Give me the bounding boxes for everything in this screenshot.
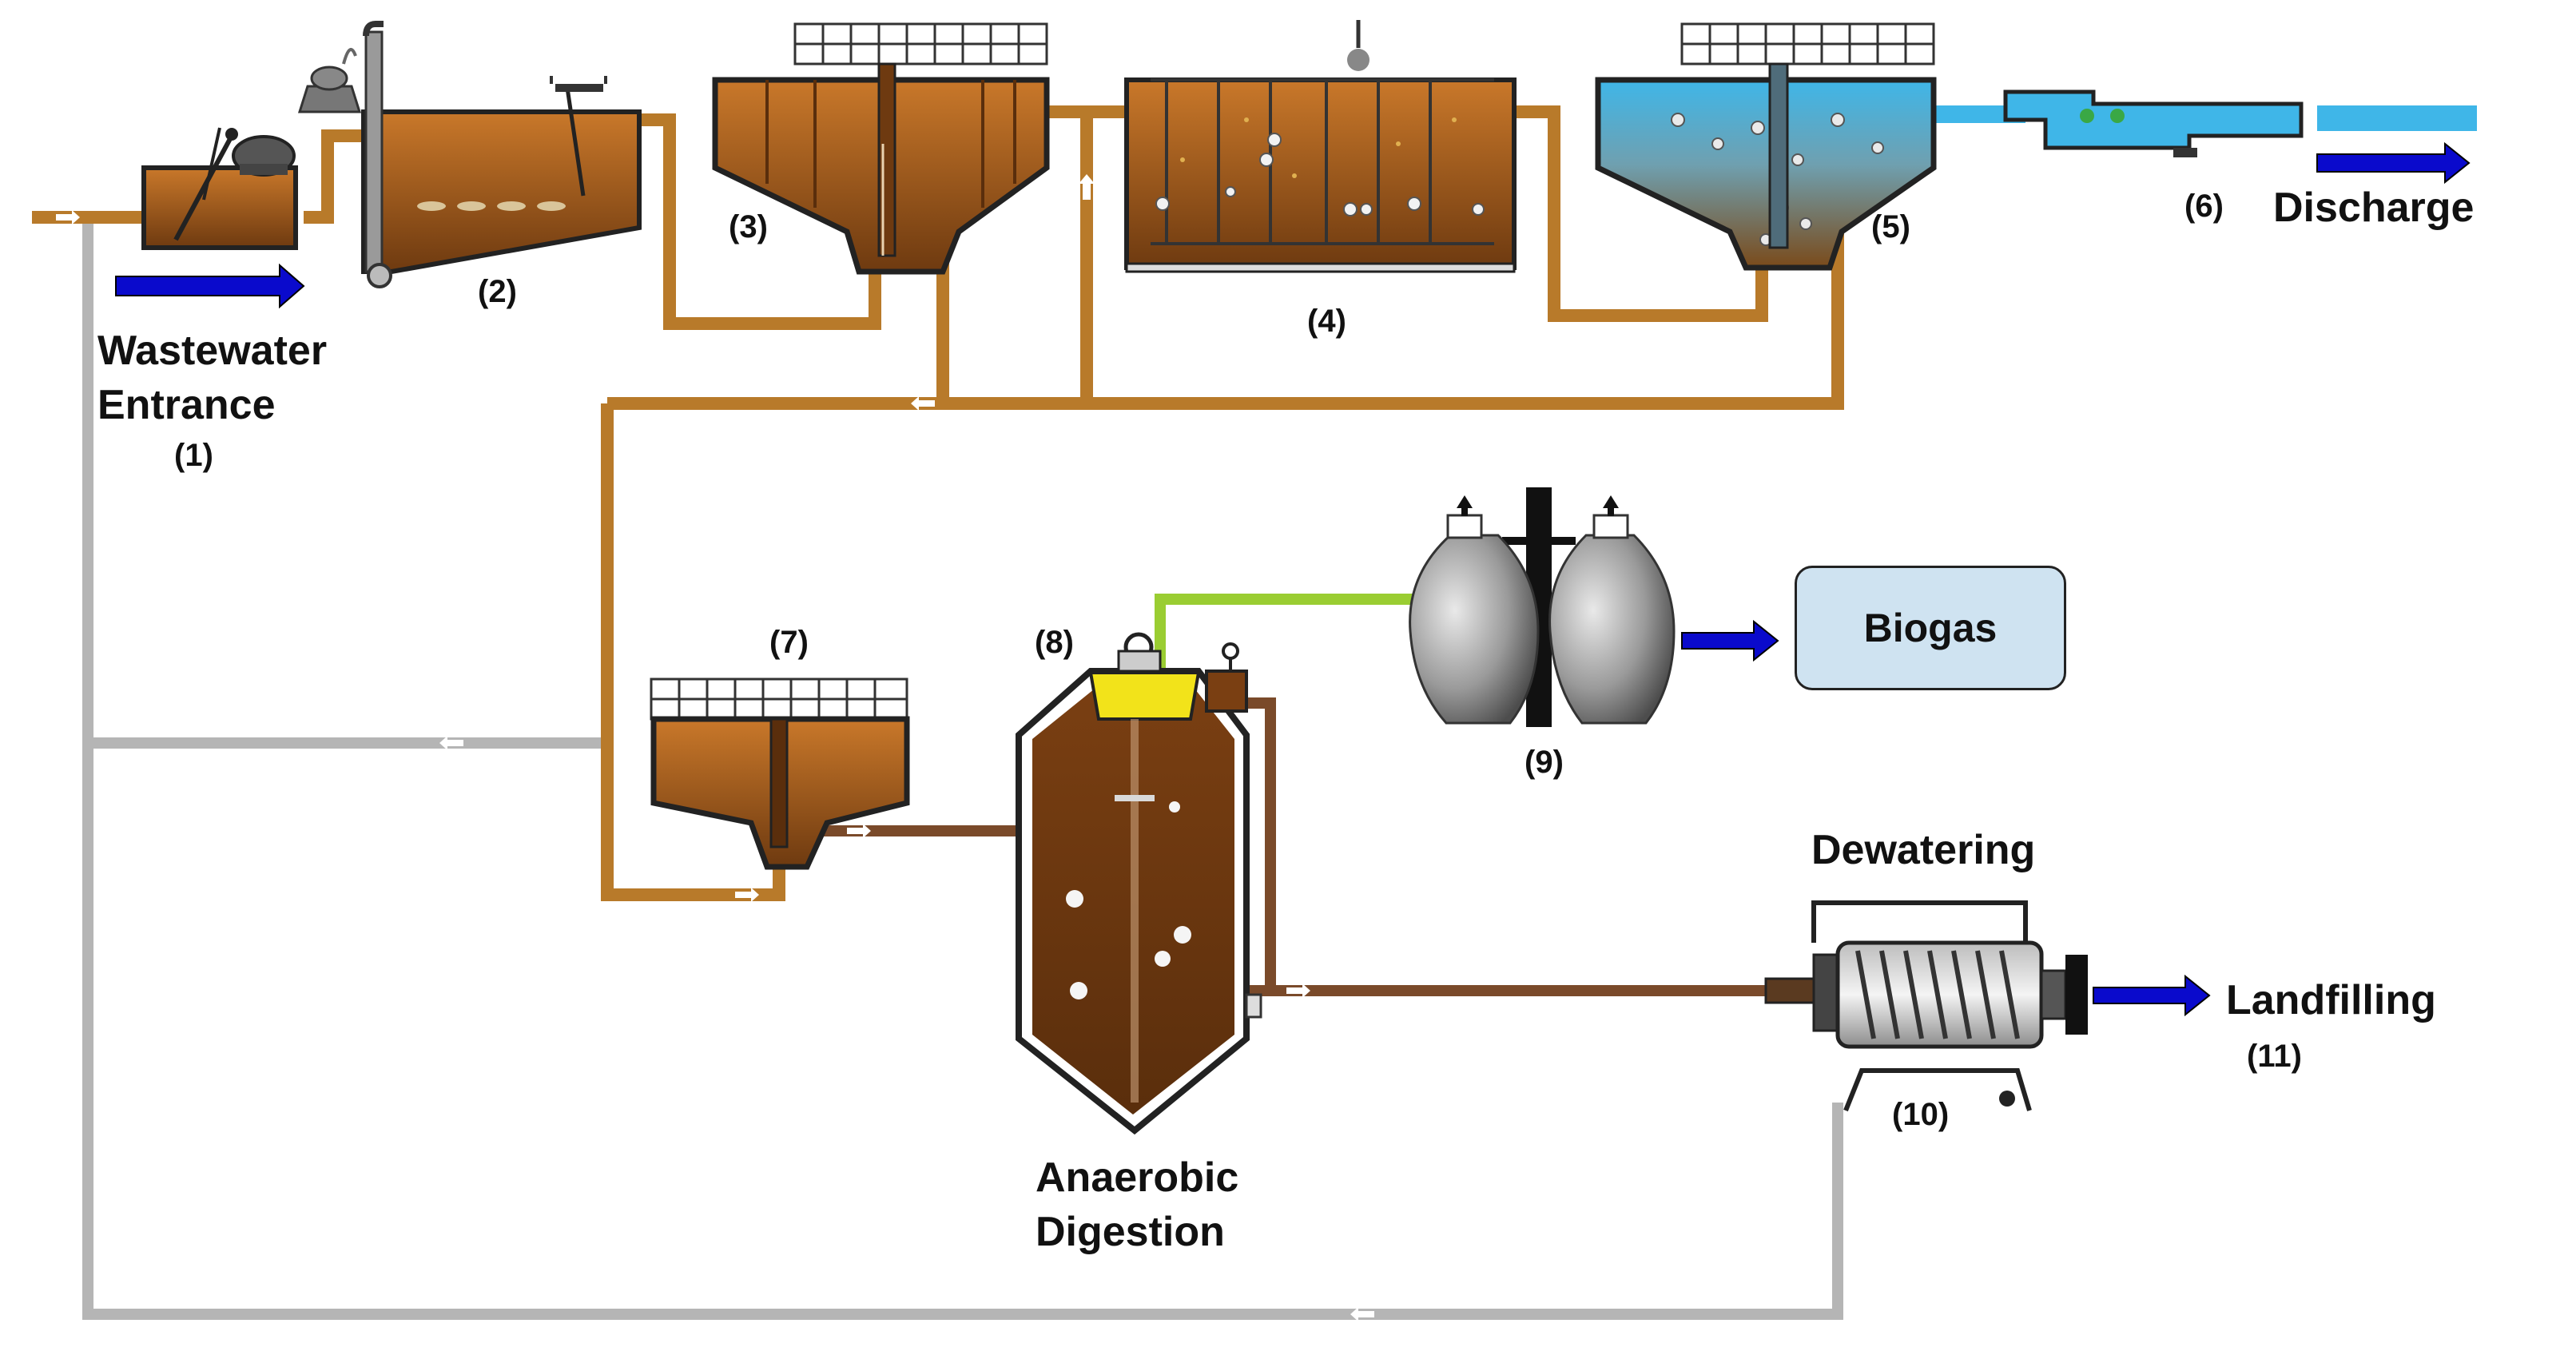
anaerobic-digester	[1016, 632, 1262, 1135]
step-6-label: (6)	[2184, 189, 2224, 224]
discharge-arrow	[2316, 141, 2471, 185]
wastewater-label-line2: Entrance	[97, 382, 276, 428]
dewatering-press	[1764, 900, 2088, 1112]
secondary-clarifier	[1595, 22, 1937, 271]
primary-clarifier	[712, 22, 1050, 275]
biogas-box: Biogas	[1795, 566, 2066, 690]
disinfection-channel	[2003, 89, 2304, 157]
step-1-label: (1)	[174, 438, 213, 473]
landfilling-label: Landfilling	[2226, 977, 2436, 1023]
landfilling-arrow	[2093, 974, 2211, 1017]
aeration-tank	[1124, 20, 1517, 273]
flow-arrows	[115, 141, 2471, 1017]
step-5-label: (5)	[1871, 209, 1910, 244]
digested-sludge-pipes	[823, 697, 1778, 996]
wastewater-label-line1: Wastewater	[97, 328, 328, 374]
grit-chamber	[297, 21, 642, 288]
step-9-label: (9)	[1525, 745, 1564, 780]
step-8-label: (8)	[1035, 625, 1074, 660]
dewatering-label: Dewatering	[1811, 827, 2036, 873]
step-11-label: (11)	[2247, 1039, 2302, 1074]
step-4-label: (4)	[1307, 304, 1346, 339]
sludge-thickener	[650, 677, 910, 870]
inflow-arrow	[115, 263, 305, 309]
biogas-label: Biogas	[1863, 606, 1998, 650]
step-10-label: (10)	[1892, 1097, 1950, 1132]
pipe-flow-markers	[56, 134, 1582, 1321]
step-3-label: (3)	[729, 209, 768, 244]
biogas-holders	[1409, 487, 1676, 727]
screening-unit	[141, 127, 298, 250]
return-pipes	[82, 220, 1843, 1320]
anaerobic-label-line1: Anaerobic	[1036, 1154, 1239, 1201]
discharge-label: Discharge	[2273, 185, 2475, 231]
step-2-label: (2)	[478, 274, 517, 309]
anaerobic-label-line2: Digestion	[1036, 1209, 1225, 1255]
step-7-label: (7)	[769, 625, 809, 660]
biogas-pipe	[1155, 594, 1414, 671]
biogas-arrow	[1681, 619, 1779, 662]
clean-water-outflow	[1914, 105, 2477, 131]
